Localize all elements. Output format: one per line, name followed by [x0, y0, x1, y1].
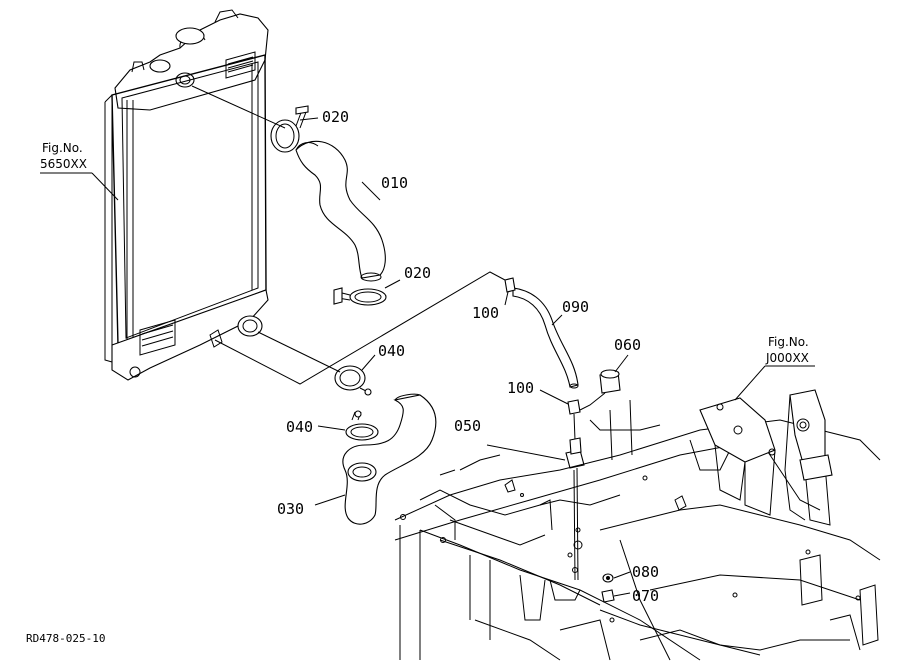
callout-030: 030 [277, 500, 304, 518]
callout-020-lower: 020 [404, 264, 431, 282]
callout-020-upper: 020 [322, 108, 349, 126]
lower-hose [342, 393, 437, 525]
callout-090: 090 [562, 298, 589, 316]
callout-010: 010 [381, 174, 408, 192]
mounting-bracket [699, 389, 833, 526]
leader-lines [40, 117, 815, 597]
callout-050: 050 [454, 417, 481, 435]
callout-100-upper: 100 [472, 304, 499, 322]
reserve-tank [565, 437, 585, 581]
lower-hose-clamp-bottom [345, 410, 379, 441]
upper-hose-clamp-bottom [333, 287, 387, 306]
leader-lower-outlet [257, 331, 341, 373]
reference-fig-number-2: J000XX [765, 351, 809, 365]
leader-radiator-upper [191, 85, 286, 129]
callout-080: 080 [632, 563, 659, 581]
callout-070: 070 [632, 587, 659, 605]
drawing-code: RD478-025-10 [26, 632, 105, 645]
overflow-hose [504, 277, 581, 441]
reference-fig-label-2: Fig.No. [768, 335, 809, 349]
callout-060: 060 [614, 336, 641, 354]
callout-040-lower: 040 [286, 418, 313, 436]
upper-hose [295, 140, 386, 282]
leader-radiator-lower [214, 271, 506, 385]
reference-fig-number-1: 5650XX [40, 157, 87, 171]
washer-and-nut [601, 573, 615, 603]
callout-100-lower: 100 [507, 379, 534, 397]
callout-040-upper: 040 [378, 342, 405, 360]
radiator [104, 9, 269, 381]
reference-fig-label-1: Fig.No. [42, 141, 83, 155]
lower-hose-clamp-top [334, 365, 372, 396]
upper-hose-clamp-top [270, 105, 309, 153]
machine-frame [394, 399, 881, 661]
reserve-tank-cap [579, 369, 621, 411]
